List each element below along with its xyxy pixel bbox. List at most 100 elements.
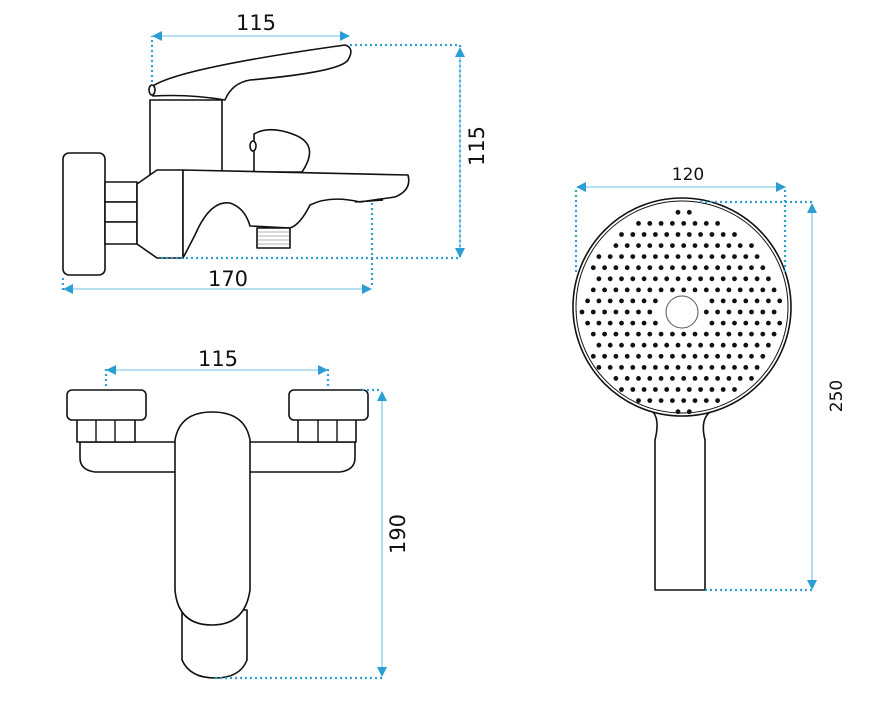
nozzle-dot xyxy=(737,331,743,337)
nozzle-dot xyxy=(653,320,658,326)
nozzle-dot xyxy=(619,342,624,348)
nozzle-dot xyxy=(681,331,687,337)
nozzle-dot xyxy=(670,221,675,226)
shower-head-inner-rim xyxy=(575,200,789,414)
cartridge-body xyxy=(149,99,223,176)
nozzle-dot xyxy=(647,309,653,315)
nozzle-dot xyxy=(732,232,737,237)
left-connector xyxy=(76,417,136,443)
nozzle-dot xyxy=(737,287,743,293)
nozzle-dot xyxy=(777,298,783,304)
nozzle-dot xyxy=(749,287,754,293)
dim-label-depth: 170 xyxy=(208,267,248,291)
nozzle-dot xyxy=(630,298,636,304)
nozzle-dot xyxy=(737,353,743,359)
nozzle-dot xyxy=(664,276,670,282)
nozzle-dot xyxy=(692,353,698,359)
nozzle-dot xyxy=(715,353,720,359)
nozzle-dot xyxy=(732,342,737,348)
nozzle-dot xyxy=(749,353,754,359)
right-wall-flange xyxy=(288,389,369,421)
nozzle-dot xyxy=(641,298,647,304)
nozzle-dot xyxy=(743,342,749,348)
connector-ring xyxy=(104,181,138,203)
nozzle-dot xyxy=(607,342,613,348)
nozzle-dot xyxy=(771,331,777,337)
nozzle-grid xyxy=(579,209,783,415)
nozzle-dot xyxy=(709,276,715,282)
nozzle-dot xyxy=(698,365,703,370)
nozzle-dot xyxy=(647,353,653,359)
nozzle-dot xyxy=(737,309,743,315)
nozzle-dot xyxy=(703,376,709,381)
nozzle-dot xyxy=(686,276,692,282)
nozzle-dot xyxy=(675,365,681,370)
nozzle-dot xyxy=(754,254,760,259)
nozzle-dot xyxy=(726,376,732,381)
nozzle-dot xyxy=(698,342,703,348)
nozzle-dot xyxy=(670,331,675,337)
nozzle-dot xyxy=(647,243,653,249)
nozzle-dot xyxy=(630,232,636,237)
nozzle-dot xyxy=(647,398,653,403)
nozzle-dot xyxy=(630,320,636,326)
nozzle-dot xyxy=(607,254,613,259)
nozzle-dot xyxy=(703,221,709,226)
nozzle-dot xyxy=(630,365,636,370)
nozzle-dot xyxy=(726,353,732,359)
nozzle-dot xyxy=(613,376,619,381)
nozzle-dot xyxy=(613,265,619,271)
right-connector xyxy=(297,417,357,443)
lever-pivot xyxy=(148,84,156,96)
lever-front xyxy=(174,411,251,626)
nozzle-dot xyxy=(619,320,624,326)
nozzle-dot xyxy=(613,331,619,337)
nozzle-dot xyxy=(743,276,749,282)
nozzle-dot xyxy=(624,243,630,249)
thread-lines xyxy=(258,231,289,245)
nozzle-dot xyxy=(664,342,670,348)
nozzle-dot xyxy=(703,331,709,337)
nozzle-dot xyxy=(726,309,732,315)
nozzle-dot xyxy=(630,342,636,348)
nozzle-dot xyxy=(760,287,766,293)
nozzle-dot xyxy=(703,309,709,315)
spout-outlet xyxy=(354,199,384,203)
nozzle-dot xyxy=(681,287,687,293)
nozzle-dot xyxy=(720,276,726,282)
nozzle-dot xyxy=(607,298,613,304)
nozzle-dot xyxy=(607,320,613,326)
front-view-dimensions: 115 190 xyxy=(104,347,410,680)
nozzle-dot xyxy=(636,243,641,249)
nozzle-dot xyxy=(749,265,754,271)
nozzle-dot xyxy=(720,365,726,370)
nozzle-dot xyxy=(602,287,607,293)
nozzle-dot xyxy=(613,243,619,249)
nozzle-dot xyxy=(675,342,681,348)
nozzle-dot xyxy=(766,298,771,304)
left-wall-flange xyxy=(66,389,147,421)
nozzle-dot xyxy=(726,287,732,293)
nozzle-dot xyxy=(596,342,602,348)
nozzle-dot xyxy=(760,309,766,315)
right-arm xyxy=(244,441,356,473)
nozzle-dot xyxy=(664,387,670,392)
connector-ring xyxy=(104,201,138,223)
nozzle-dot xyxy=(771,309,777,315)
nozzle-dot xyxy=(715,309,720,315)
nozzle-dot xyxy=(636,221,641,226)
nozzle-dot xyxy=(709,365,715,370)
nozzle-dot xyxy=(698,254,703,259)
nozzle-dot xyxy=(670,265,675,271)
nozzle-dot xyxy=(670,353,675,359)
dim-label-side-height: 115 xyxy=(465,126,489,166)
nozzle-dot xyxy=(715,265,720,271)
nozzle-dot xyxy=(737,376,743,381)
nozzle-dot xyxy=(647,287,653,293)
nozzle-dot xyxy=(613,287,619,293)
nozzle-dot xyxy=(653,387,658,392)
nozzle-dot xyxy=(703,353,709,359)
nozzle-dot xyxy=(703,398,709,403)
nozzle-dot xyxy=(607,365,613,370)
